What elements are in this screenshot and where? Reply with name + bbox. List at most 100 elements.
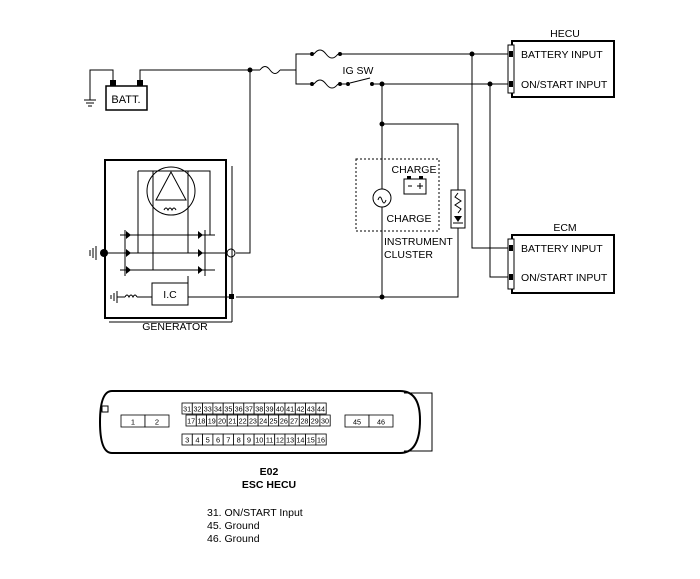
connector-pin-label: 3: [185, 436, 189, 445]
stator-icon: [137, 166, 211, 235]
connector-pin-cell: [368, 414, 394, 428]
generator: I.C: [89, 159, 233, 323]
hecu-battery-input: BATTERY INPUT: [521, 49, 603, 61]
ecm-title: ECM: [553, 222, 576, 234]
generator-label: GENERATOR: [142, 321, 208, 333]
connector-pin-label: 4: [195, 436, 199, 445]
pin-note-3: 46. Ground: [207, 533, 260, 545]
connector-right-pins: 45 46: [344, 414, 394, 428]
instrument-cluster-box: [355, 158, 440, 232]
charge-lamp-icon: [372, 188, 392, 208]
connector-pin-label: 18: [197, 417, 205, 426]
connector-pin-label: 6: [216, 436, 220, 445]
connector-pin-label: 35: [224, 405, 232, 414]
connector-code: E02: [260, 466, 279, 478]
connector-pin-label: 20: [218, 417, 226, 426]
connector-pin-label: 43: [307, 405, 315, 414]
connector-pin-label: 19: [208, 417, 216, 426]
ic-ground-icon: [110, 291, 152, 303]
connector-pin-label: 29: [311, 417, 319, 426]
connector-pin-label: 17: [187, 417, 195, 426]
ecm-battery-input: BATTERY INPUT: [521, 243, 603, 255]
connector-pin-label: 28: [300, 417, 308, 426]
ig-switch-label: IG SW: [343, 65, 374, 77]
connector-pin-cell: [315, 433, 327, 446]
connector-pin-label: 36: [235, 405, 243, 414]
pin-note-2: 45. Ground: [207, 520, 260, 532]
battery-warning-icon: [403, 176, 427, 195]
connector-pin-label: 44: [317, 405, 325, 414]
connector-pin-label: 39: [266, 405, 274, 414]
charge-lamp-label: CHARGE: [387, 213, 432, 225]
connector-pin-label: 41: [286, 405, 294, 414]
ig-switch-icon: IG SW: [343, 65, 374, 86]
battery: BATT.: [105, 80, 148, 111]
connector-pin-label: 10: [255, 436, 263, 445]
connector-pin-label: 9: [247, 436, 251, 445]
connector-pin-label: 2: [155, 418, 159, 427]
connector-pin-label: 24: [259, 417, 267, 426]
connector-pin-label: 8: [237, 436, 241, 445]
diode-bridge-icon: [120, 171, 226, 276]
connector-pin-label: 25: [270, 417, 278, 426]
battery-ground-icon: [84, 69, 114, 107]
connector-pin-label: 11: [266, 436, 273, 445]
pin-note-1: 31. ON/START Input: [207, 507, 303, 519]
instrument-cluster-label-2: CLUSTER: [384, 249, 433, 261]
battery-box: [105, 85, 148, 111]
connector-pin-cell: [315, 402, 327, 415]
connector-pin-label: 34: [214, 405, 222, 414]
battery-label: BATT.: [111, 94, 140, 106]
connector-pin-label: 5: [206, 436, 210, 445]
connector-pin-label: 22: [239, 417, 247, 426]
connector-pin-label: 45: [353, 418, 361, 427]
connector-pin-label: 12: [276, 436, 284, 445]
generator-b-plus-wire: [236, 70, 251, 254]
connector-pin-label: 14: [296, 436, 304, 445]
ic-label: I.C: [163, 289, 177, 301]
connector-pin-label: 46: [377, 418, 385, 427]
connector-pin-label: 32: [193, 405, 201, 414]
ecm-box: [511, 234, 615, 294]
generator-ground-icon: [89, 246, 120, 260]
connector-pin-label: 33: [204, 405, 212, 414]
connector-pin-label: 27: [290, 417, 298, 426]
instrument-cluster: CHARGE CHARGE: [355, 158, 440, 232]
hecu-on-start-input: ON/START INPUT: [521, 79, 608, 91]
connector-pin-label: 15: [307, 436, 315, 445]
hecu-title: HECU: [550, 28, 580, 40]
connector-pin-label: 7: [226, 436, 230, 445]
connector-pin-label: 21: [228, 417, 236, 426]
ic-box: [151, 282, 189, 306]
connector-pin-label: 26: [280, 417, 288, 426]
charge-resistor-wire: [382, 123, 459, 190]
instrument-cluster-label-1: INSTRUMENT: [384, 236, 453, 248]
ecm-module: ECM BATTERY INPUT ON/START INPUT: [507, 222, 615, 294]
connector-pin-label: 31: [183, 405, 191, 414]
connector-pin-label: 13: [286, 436, 294, 445]
hecu-module: HECU BATTERY INPUT ON/START INPUT: [507, 28, 615, 98]
connector-pin-cell: [144, 414, 170, 428]
connector-pin-label: 16: [317, 436, 325, 445]
battery-positive-wire: [139, 69, 250, 80]
ig-switch-fuse-icon: [310, 79, 346, 89]
resistor-diode-icon: [450, 189, 466, 229]
main-fuse-icon: [250, 66, 296, 74]
battery-input-fuse-icon: [310, 49, 512, 59]
charge-title: CHARGE: [392, 164, 437, 176]
connector-pin-cell: [319, 414, 331, 427]
connector-pin-label: 1: [131, 418, 135, 427]
connector-name: ESC HECU: [242, 479, 296, 491]
connector-pin-label: 38: [255, 405, 263, 414]
connector-pin-label: 23: [249, 417, 257, 426]
ecm-on-start-input: ON/START INPUT: [521, 272, 608, 284]
connector-pin-label: 37: [245, 405, 253, 414]
connector-pin-label: 40: [276, 405, 284, 414]
